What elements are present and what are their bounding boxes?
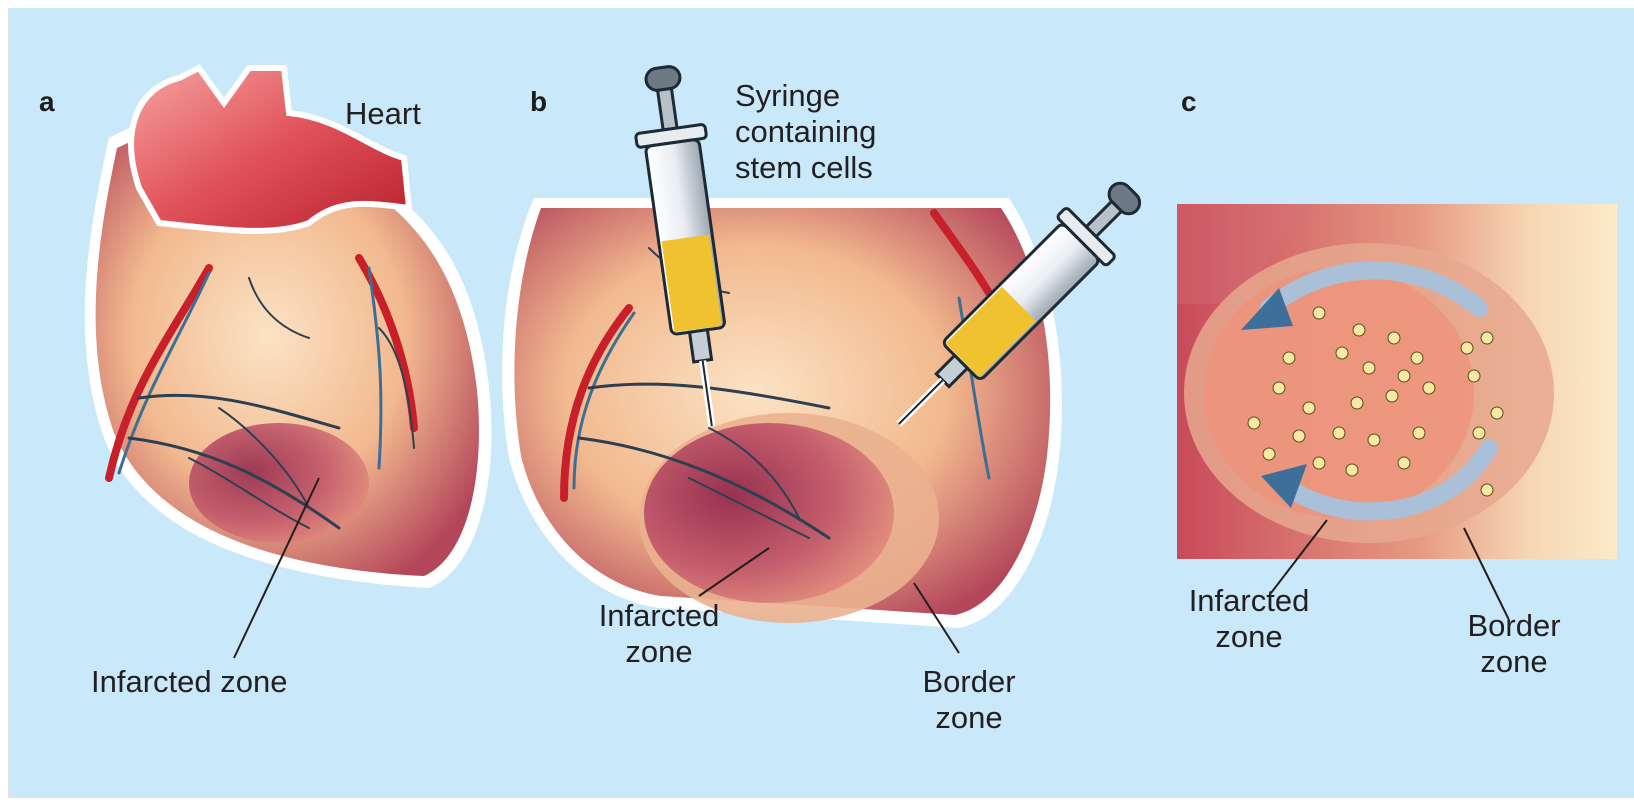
infarct-label-c: Infarcted zone: [1174, 583, 1324, 655]
border-label-b-line-1: Border: [909, 664, 1029, 700]
panel-letter-a: a: [39, 86, 55, 118]
magnified-zone-c: [1177, 204, 1617, 620]
panel-letter-b: b: [530, 86, 547, 118]
border-label-c-line-2: zone: [1449, 644, 1579, 680]
panel-letter-c: c: [1181, 86, 1197, 118]
infarct-label-b-line-2: zone: [584, 634, 734, 670]
infarct-label-b-line-1: Infarcted: [584, 598, 734, 634]
infarct-label-c-line-2: zone: [1174, 619, 1324, 655]
infarct-zone-c: [1204, 268, 1474, 518]
heart-a: [85, 68, 492, 658]
infarct-zone-b: [644, 423, 894, 603]
infarct-label-a: Infarcted zone: [91, 664, 287, 700]
infarct-zone-a: [189, 423, 369, 543]
border-label-b-line-2: zone: [909, 700, 1029, 736]
syringe-label-line-3: stem cells: [735, 150, 876, 186]
border-label-c-line-1: Border: [1449, 608, 1579, 644]
syringe-label-line-2: containing: [735, 114, 876, 150]
infarct-label-b: Infarcted zone: [584, 598, 734, 670]
border-label-b: Border zone: [909, 664, 1029, 736]
heart-label: Heart: [345, 96, 421, 132]
figure-panel: a b c Heart Infarcted zone Syringe conta…: [8, 8, 1634, 798]
border-label-c: Border zone: [1449, 608, 1579, 680]
infarct-label-c-line-1: Infarcted: [1174, 583, 1324, 619]
syringe-label: Syringe containing stem cells: [735, 78, 876, 186]
syringe-label-line-1: Syringe: [735, 78, 876, 114]
